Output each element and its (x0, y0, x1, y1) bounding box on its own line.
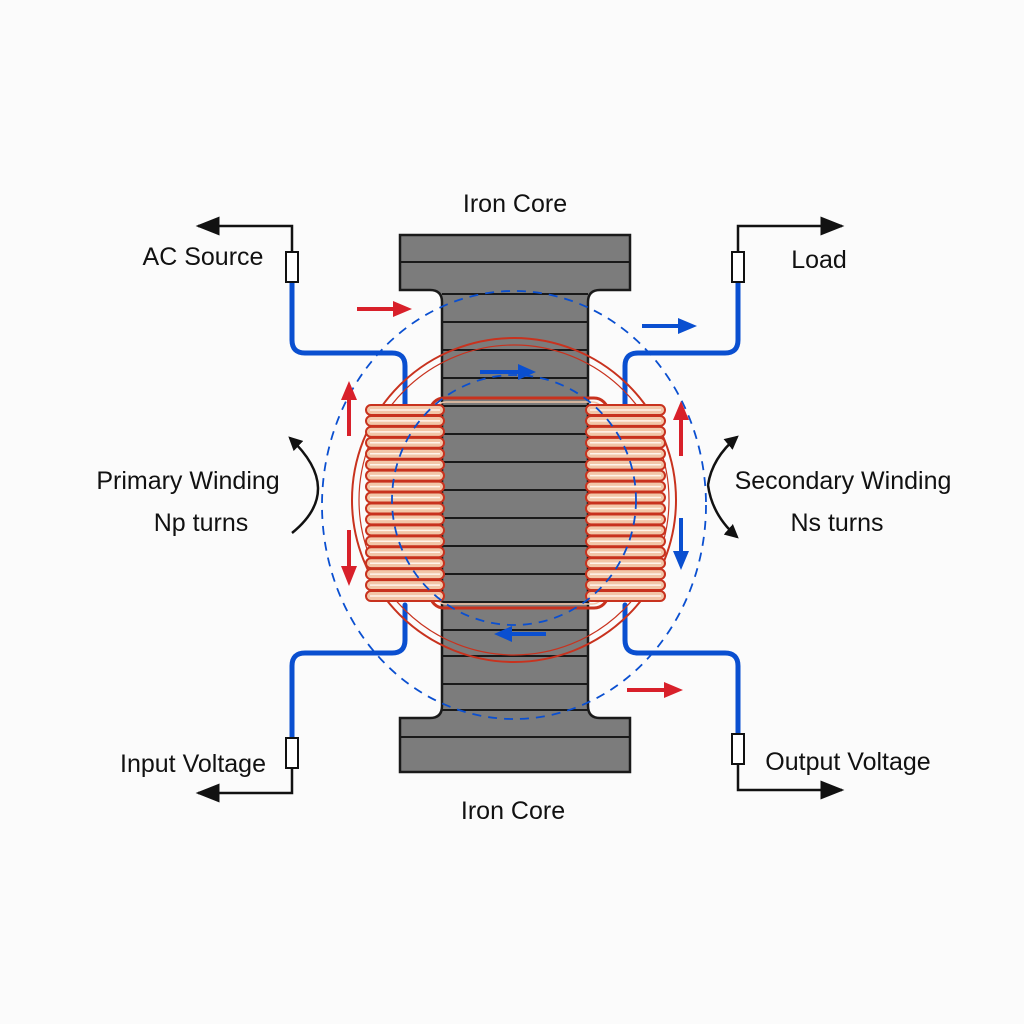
secondary-turns-label: Ns turns (790, 509, 883, 537)
secondary-winding-label: Secondary Winding (735, 467, 952, 495)
ac-source-arrow-icon (195, 216, 294, 252)
load-arrow-icon (736, 216, 845, 252)
primary-current-up-icon (341, 381, 357, 436)
load-terminal[interactable] (731, 251, 745, 283)
current-arrows (341, 301, 689, 698)
secondary-top-wire (622, 280, 741, 408)
primary-bottom-wire (289, 602, 408, 743)
input-voltage-label: Input Voltage (120, 750, 266, 778)
flux-arrows (480, 318, 697, 642)
input-voltage-terminal[interactable] (285, 737, 299, 769)
core-bottom-label: Iron Core (461, 797, 565, 825)
core-top-label: Iron Core (463, 190, 567, 218)
iron-core (398, 233, 632, 774)
primary-winding-label: Primary Winding (96, 467, 279, 495)
current-arrow-out-icon (627, 682, 683, 698)
primary-winding-direction-icon (288, 436, 320, 534)
flux-arrow-left-icon (494, 626, 546, 642)
inner-flux-loop (391, 374, 637, 626)
primary-current-down-icon (341, 530, 357, 586)
output-voltage-arrow-icon (736, 764, 845, 800)
secondary-bottom-wire (622, 602, 741, 740)
wires (289, 280, 741, 743)
secondary-flux-arrow-right-icon (642, 318, 697, 334)
load-label: Load (791, 246, 847, 274)
secondary-winding-direction-icon-down (706, 484, 739, 539)
primary-top-wire (289, 280, 408, 408)
primary-coil (365, 404, 445, 602)
ac-source-label: AC Source (143, 243, 264, 271)
output-voltage-terminal[interactable] (731, 733, 745, 765)
secondary-winding-direction-icon-up (706, 435, 739, 486)
input-voltage-arrow-icon (195, 768, 294, 803)
outer-flux-loop (321, 290, 707, 720)
output-voltage-label: Output Voltage (765, 748, 930, 776)
flux-arrow-right-icon (480, 364, 536, 380)
secondary-flux-arrow-down-icon (673, 518, 689, 570)
magnetic-field-circles (351, 337, 677, 663)
current-arrow-in-icon (357, 301, 412, 317)
ac-source-terminal[interactable] (285, 251, 299, 283)
secondary-coil (585, 404, 666, 602)
secondary-current-up-icon (673, 401, 689, 456)
primary-turns-label: Np turns (154, 509, 248, 537)
